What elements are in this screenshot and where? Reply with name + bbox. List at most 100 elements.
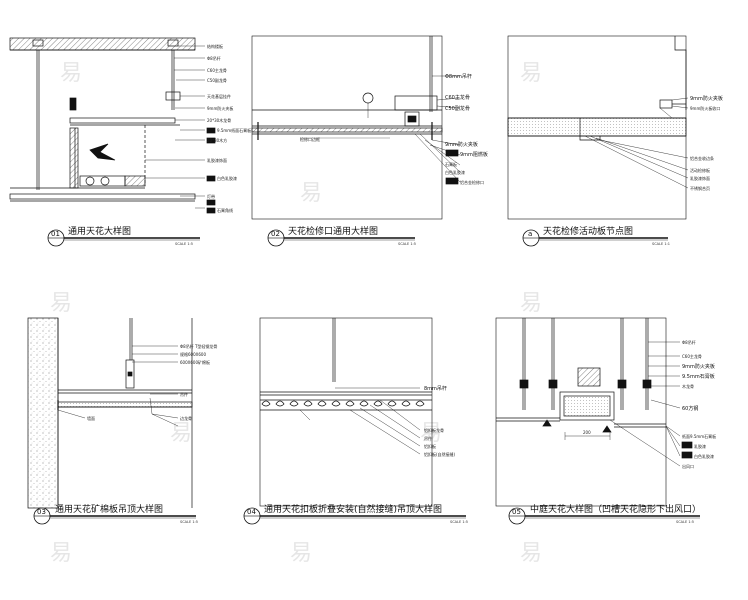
detail-03-labels: Φ8吊杆 T型轻钢龙骨 规格600X600 600X600矿棉板 吊件 边龙骨 … [87,343,217,421]
detail-scale: SCALE 1:5 [180,520,198,524]
label-sub-keel: C50副龙骨 [445,105,470,112]
label-fire-plywood: 9mm防火夹板 [682,363,715,370]
detail-scale: SCALE 1:5 [450,520,468,524]
detail-scale: SCALE 1:5 [398,242,416,246]
label-aluminium-trim: 铝合金收边条 [690,155,714,161]
dimension-width: 200 [583,430,591,435]
detail-title: 天花检修口通用大样图 [288,225,378,237]
detail-01-labels: 结构楼板 Φ8吊杆 C60主龙骨 C50副龙骨 天花基层挂件 9mm防火夹板 2… [207,43,251,213]
detail-02 [251,35,461,220]
label-latex-paint: 乳胶漆饰面 [207,157,227,163]
watermark-glyph: 易 [520,291,542,316]
detail-a [507,35,689,220]
label-hanger-rod: Φ8吊杆 [207,55,221,61]
label-gypsum-board: 9.5mm纸面石膏板 [217,127,251,133]
label-hanger-rod: 8mm吊杆 [424,385,447,392]
detail-title: 通用天花大样图 [68,225,131,237]
watermark-glyph: 易 [290,541,312,566]
label-tee-keel: Φ8吊杆 T型轻钢龙骨 [180,343,217,349]
detail-04 [259,317,433,507]
detail-title: 通用天花矿棉板吊顶大样图 [55,503,163,515]
label-gypsum-cornice: 石膏角线 [217,207,233,213]
detail-04-title: 04 通用天花扣板折叠安装(自然接缝)吊顶大样图 SCALE 1:5 [243,503,468,525]
watermark-layer: 易 易 易 易 易 易 易 易 易 易 [50,61,542,566]
detail-05 [495,317,693,507]
label-fire-board-edge: 9mm防火板收口 [690,105,720,111]
label-wall: 墙面 [87,415,95,421]
label-steel-tube: 60方钢 [682,405,698,412]
detail-04-labels: 8mm吊杆 铝扣板龙骨 吊件 铝扣板 铝扣板(自然接缝) [424,385,456,457]
label-strip-keel: 铝扣板龙骨 [424,427,444,433]
detail-03-title: 03 通用天花矿棉板吊顶大样图 SCALE 1:5 [33,503,198,525]
label-light-strip: 灯带 [207,193,215,199]
label-gypsum: 9.5mm石膏板 [682,373,715,380]
detail-number: 04 [247,508,256,516]
detail-scale: SCALE 1:5 [175,242,193,246]
detail-02-title: 02 天花检修口通用大样图 SCALE 1:5 [267,225,416,247]
detail-number: 01 [51,230,60,238]
detail-05-title: 05 中庭天花大样图（凹槽天花隐形下出风口） SCALE 1:5 [508,503,701,525]
detail-number: a [528,230,532,238]
watermark-glyph: 易 [60,61,82,86]
detail-05-labels: Φ8吊杆 C60主龙骨 9mm防火夹板 9.5mm石膏板 木龙骨 60方钢 纸面… [583,339,716,469]
detail-title: 天花检修活动板节点图 [543,225,633,237]
label-white-paint: 白色乳胶漆 [217,175,237,181]
watermark-glyph: 易 [50,291,72,316]
upper-ceiling-board [69,117,176,124]
detail-scale: SCALE 1:1 [652,242,670,246]
label-main-keel: C60主龙骨 [445,94,470,101]
detail-number: 02 [271,230,280,238]
lower-ceiling-board [9,193,196,200]
detail-scale: SCALE 1:5 [676,520,694,524]
label-dimension: 20*30木方 [207,137,227,143]
detail-title: 中庭天花大样图（凹槽天花隐形下出风口） [530,503,701,515]
label-gypsum: 石膏板 [445,161,457,167]
detail-01-title: 01 通用天花大样图 SCALE 1:5 [47,225,200,247]
label-aluminium-strip: 铝扣板 [424,443,436,449]
label-access-panel: 活动检修板 [690,167,710,173]
label-main-keel: C60主龙骨 [682,353,702,359]
detail-title: 通用天花扣板折叠安装(自然接缝)吊顶大样图 [264,503,442,515]
label-hanger-rod: Φ8mm吊杆 [445,73,472,80]
label-latex-finish: 乳胶漆饰面 [690,175,710,181]
watermark-glyph: 易 [520,61,542,86]
label-access-hatch: 铝合金检修口 [460,179,484,185]
detail-a-title: a 天花检修活动板节点图 SCALE 1:1 [522,225,670,247]
label-spec: 规格600X600 [180,351,206,357]
label-edge-keel: 边龙骨 [180,415,192,421]
label-white-paint: 白色乳胶漆 [445,169,465,175]
watermark-glyph: 易 [300,181,322,206]
label-air-outlet: 出风口 [682,463,694,469]
label-fire-board: 9mm阻燃板 [460,151,488,158]
watermark-glyph: 易 [50,541,72,566]
label-main-keel: C60主龙骨 [207,67,227,73]
detail-01 [9,37,216,214]
label-paper-gypsum: 纸面9.5mm石膏板 [682,433,716,439]
label-hanger: 吊件 [180,391,188,397]
detail-03 [27,317,193,509]
aluminium-strips [261,400,425,407]
label-fire-plywood: 9mm防火夹板 [690,95,723,102]
label-fire-plywood: 9mm防火夹板 [207,105,233,111]
wall-section [27,317,59,509]
label-hanger-rod: Φ8吊杆 [682,339,696,345]
detail-number: 03 [37,508,46,516]
watermark-glyph: 易 [170,421,192,446]
label-hinge: 不锈钢合页 [690,185,710,191]
watermark-glyph: 易 [420,421,442,446]
label-hanger: 吊件 [424,435,432,441]
label-fire-plywood: 9mm防火夹板 [445,141,478,148]
label-latex: 乳胶漆 [694,443,706,449]
label-natural-joint: 铝扣板(自然接缝) [424,451,456,457]
label-wood-keel: 20*30木龙骨 [207,117,231,123]
label-mineral-board: 600X600矿棉板 [180,359,210,365]
label-sub-keel: C50副龙骨 [207,77,227,83]
detail-a-labels: 9mm防火夹板 9mm防火板收口 铝合金收边条 活动检修板 乳胶漆饰面 不锈钢合… [690,95,723,191]
label-structural-slab: 结构楼板 [207,43,223,49]
detail-number: 05 [512,508,521,516]
label-hanger-fitting: 天花基层挂件 [207,93,231,99]
label-hatch-frame: 检修口边框 [300,136,320,142]
detail-02-labels: Φ8mm吊杆 C60主龙骨 C50副龙骨 9mm防火夹板 9mm阻燃板 石膏板 … [300,73,488,185]
label-white-paint: 白色乳胶漆 [694,453,714,459]
